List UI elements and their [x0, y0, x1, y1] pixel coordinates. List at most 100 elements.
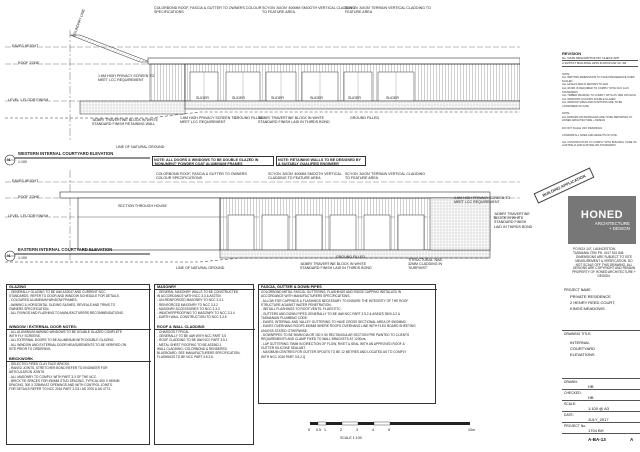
roof-spec: ROOF & WALL CLADDING- CHARGOS TYPICAL- G… — [155, 325, 255, 365]
drawn-value: HB — [588, 384, 594, 389]
roof-spec-line: - METAL SHEET ROOFING TO BE AS1562.1 — [157, 342, 222, 347]
revision-row: A 30/07/17 BUILDING APPLICATION AR CF JM — [562, 61, 638, 67]
general-note-line: NOTE: — [562, 112, 570, 116]
masonry-spec-line: IN ACCORDANCE WITH NCC 3.3 & AS3700. — [157, 294, 222, 299]
callout-ground: GROUND FILLED — [234, 116, 264, 120]
callout-retaining: 'ADBRI' TRAVERTINE BLOCK IN WHITE STANDA… — [92, 118, 159, 127]
project-no-value: 1704 BH — [588, 428, 604, 433]
slider-label: SLIDER — [196, 96, 209, 100]
roof-spec-line: - GENERALLY TO BE IAW WITH NCC PART 3.5 — [157, 334, 227, 339]
masonry-spec: MASONRY- GENERAL MASONRY WALLS TO BE CON… — [155, 285, 255, 325]
western-elevation-drawing — [4, 30, 520, 166]
firm-name: HONED — [580, 209, 624, 221]
callout-adbri-right: 'ADBRI' TRAVERTINE BLOCK IN WHITE STANDA… — [494, 212, 533, 229]
scale-bar-tick-label: 1 — [324, 428, 326, 432]
project-no-label: PROJECT No. — [564, 424, 586, 428]
elevation-title-eastern: EASTERN INTERNAL COURTYARD ELEVATION — [18, 247, 113, 252]
fascia-spec-line: - MAXIMUM CENTRES FOR GUTTER SPOUTS TO B… — [261, 350, 407, 355]
note-retaining: NOTE: RETAINING WALLS TO BE DESIGNED BY … — [276, 156, 366, 166]
firm-line3: + DESIGN — [608, 226, 630, 231]
note-glazing: NOTE: ALL DOORS & WINDOWS TO BE DOUBLE G… — [152, 156, 274, 166]
window-spec: WINDOW / EXTERNAL DOOR NOTES:- ALL ALUMI… — [7, 325, 151, 357]
callout-colorbond-2: COLORBOND ROOF, FASCIA & GUTTER TO OWNER… — [156, 172, 247, 181]
scale-bar-tick-label: 0 — [308, 428, 310, 432]
revision-columns: No. DATE DESCRIPTION BY CHECK APP — [562, 56, 638, 62]
fascia-spec-line: WITH NCC 2016 PART 3.5.2.Q — [261, 354, 306, 359]
drawing-title-label: DRAWING TITLE: — [564, 332, 592, 336]
fascia-spec-line: GUTTER SILICONE SEALANT. — [261, 345, 306, 350]
callout-natural-ground: LINE OF NATURAL GROUND — [116, 145, 165, 149]
elevation-number: 01 — [7, 158, 11, 162]
project-name: PRIVATE RESIDENCE — [570, 294, 611, 299]
drawing-title1: INTERNAL — [570, 340, 590, 345]
specs-middle-column: MASONRY- GENERAL MASONRY WALLS TO BE CON… — [154, 284, 255, 445]
scale-value: 1:100 @ A3 — [588, 406, 609, 411]
title-block: PROJECT NAME: PRIVATE RESIDENCE 2 HENRY … — [562, 287, 640, 449]
project-no-row: PROJECT No. 1704 BH — [562, 423, 640, 434]
window-spec-line: - ALL EXTERNAL DOORS TO BE ALUMINIUM WIT… — [9, 338, 115, 343]
date-value: JULY_2017 — [588, 417, 609, 422]
level-label-ffl: LEVEL 1 FLOOR FINISH — [8, 98, 49, 102]
date-label: DATE: — [564, 413, 574, 417]
masonry-spec-line: - GENERAL MASONRY WALLS TO BE CONSTRUCTE… — [157, 290, 239, 294]
roof-spec-line: - ROOF CLADDING TO BE IAW NCC PART 3.5.1 — [157, 338, 228, 343]
fascia-spec-line: UNLESS STATED OTHERWISE. — [261, 328, 308, 333]
roof-spec-line: WALL CLADDING: COLORBOND & RENDERED — [157, 346, 227, 351]
scale-row: SCALE: 1:100 @ A3 — [562, 401, 640, 412]
revision-block: REVISION No. DATE DESCRIPTION BY CHECK A… — [562, 51, 638, 184]
general-note-line: ALL CONSTRUCTION TO COMPLY WITH BUILDING… — [562, 140, 637, 148]
window-spec-line: SITE PRIOR TO ORDERING. — [9, 346, 52, 351]
general-note-line: CONFIRM ALL SIZES AND HEIGHTS ON SITE — [562, 133, 617, 137]
scale-bar — [310, 421, 470, 426]
revision-title: REVISION — [562, 51, 582, 56]
drawing-title2: COURTYARD — [570, 346, 595, 351]
masonry-spec-line: - MASONRY ACCESSORIES TO NCC 3.3.3 — [157, 306, 220, 311]
firm-line2: ARCHITECTURE — [594, 221, 630, 226]
slider-label: SLIDER — [386, 96, 399, 100]
callout-cladding-2: SCYON 'AXON' 400MM SMOOTH VERTICAL CLADD… — [268, 172, 342, 181]
drawing-title-row: DRAWING TITLE: INTERNAL COURTYARD ELEVAT… — [562, 331, 640, 379]
window-spec-line: - ALL WINDOW AND EXTERNAL DOOR MEASUREME… — [9, 342, 127, 347]
glazing-spec-line: STANDARDS. REFER TO DOOR AND WINDOW SCHE… — [9, 294, 120, 299]
fascia-spec-title: FASCIA, GUTTER & DOWN PIPES — [259, 285, 437, 290]
callout-adbri-bottom: 'ADBRI' TRAVERTINE BLOCK IN WHITE STANDA… — [300, 262, 372, 271]
checked-row: CHECKED: HB — [562, 390, 640, 401]
glazing-spec-title: GLAZING — [7, 285, 151, 290]
general-note-line: ALL WINDOW SIZES AND POSITIONS ARE TO BE… — [562, 101, 623, 108]
checked-value: HB — [588, 395, 594, 400]
masonry-spec-title: MASONRY — [155, 285, 255, 290]
callout-natural-ground-2: LINE OF NATURAL GROUND — [176, 266, 225, 270]
checked-label: CHECKED: — [564, 391, 582, 395]
roof-spec-title: ROOF & WALL CLADDING — [155, 325, 255, 330]
glazing-spec-line: OWNERS SPECIFICATION. — [9, 306, 50, 311]
roof-spec-line: BLUEBOARD. SEE MANUFACTURERS SPECIFICATI… — [157, 351, 241, 355]
general-note-line: ALL WINDOWS & DOORS DOUBLE GLAZED — [562, 97, 616, 101]
level-label-ffl-2: LEVEL 1 FLOOR FINISH — [8, 214, 49, 218]
general-note-line: ALL WRITTEN DIMENSIONS TO TAKE PRECEDENC… — [562, 76, 635, 83]
callout-section: SECTION THROUGH HOUSE — [118, 204, 167, 208]
elevation-title-western: WESTERN INTERNAL COURTYARD ELEVATION — [18, 151, 114, 156]
eastern-elevation-drawing — [4, 170, 520, 263]
scale-label: SCALE: — [564, 402, 577, 406]
fascia-spec-line: - DOWNPIPES TO BE 90MM DIA OR 100 X 50 R… — [261, 333, 410, 337]
fascia-spec-line: ACCORDANCE WITH MANUFACTURERS SPECIFICAT… — [261, 294, 351, 299]
fascia-spec-line: - GUTTERS AND DOWN PIPES GENERALLY TO BE… — [261, 311, 401, 316]
level-label-roof: ROOF ZONE — [18, 61, 40, 65]
slider-label: SLIDER — [310, 96, 323, 100]
elevation-scale-2: 1:100 — [18, 256, 27, 260]
callout-privacy2: 1.6M HIGH PRIVACY SCREEN TO MEET LCC REQ… — [180, 116, 237, 125]
level-label-eaves-2: EAVES HEIGHT — [12, 179, 39, 183]
general-note-line: ALL LEVELS ARE IN METRES TO AHD — [562, 83, 609, 87]
scale-bar-tick-label: 2 — [340, 428, 342, 432]
slider-label: SLIDER — [232, 96, 245, 100]
scale-bar-tick-label: 4 — [372, 428, 374, 432]
drawn-label: DRAWN: — [564, 380, 578, 384]
brickwork-spec-line: - SELECTED FIRED CLAY FACE BRICKS. — [9, 362, 70, 366]
scale-bar-tick-label: 0.5 — [316, 428, 321, 432]
brickwork-spec: BRICKWORK- SELECTED FIRED CLAY FACE BRIC… — [7, 357, 151, 397]
general-note-line: ALL TIMBER FRAMING TO COMPLY WITH AS 168… — [562, 94, 636, 98]
callout-adbri2: 'ADBRI' TRAVERTINE BLOCK IN WHITE STANDA… — [258, 116, 330, 125]
